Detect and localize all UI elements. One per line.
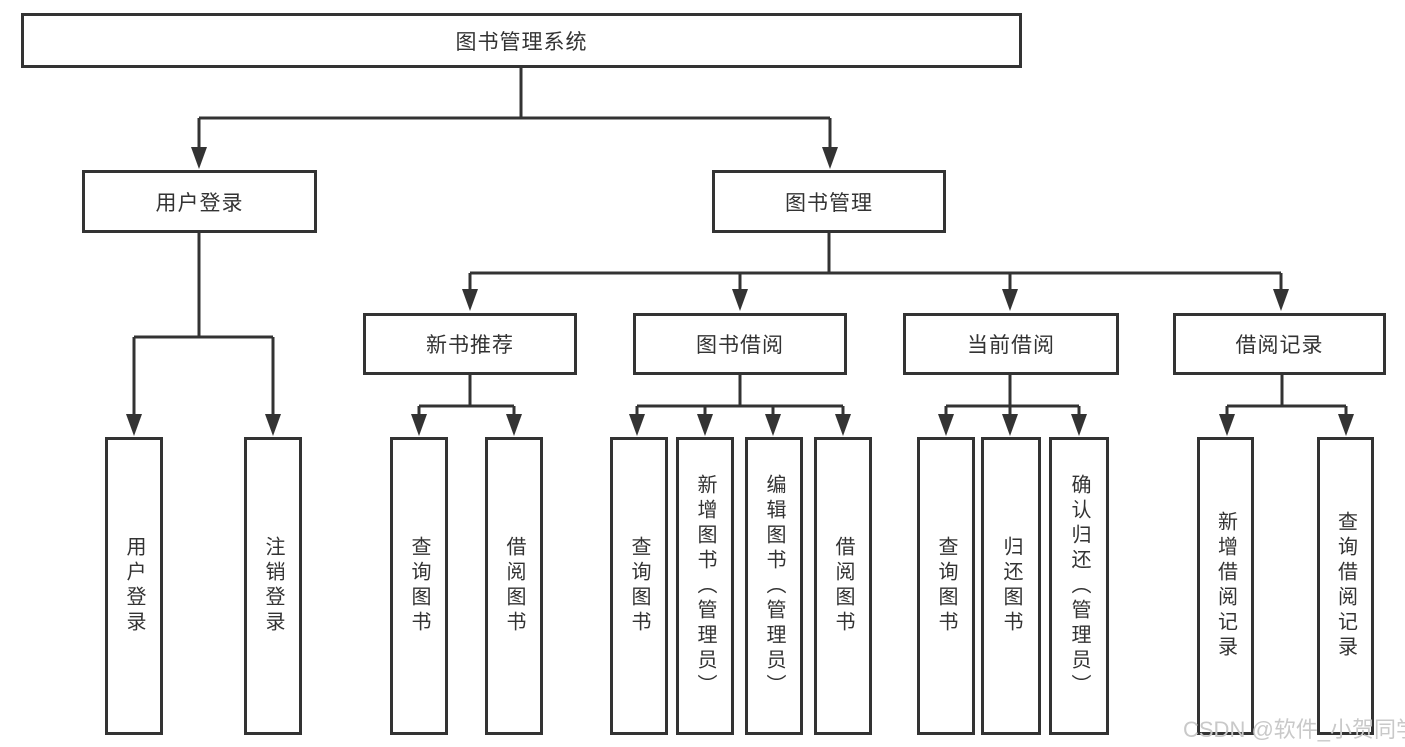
node-borrow-records-label: 借阅记录 [1235,334,1324,357]
connector-bookmgmt-to-level3 [468,233,1283,293]
node-current-borrow-label: 当前借阅 [967,334,1055,357]
node-book-management-label: 图书管理 [785,191,873,215]
node-user-login-label: 用户登录 [155,191,244,215]
node-root-label: 图书管理系统 [455,30,588,54]
leaf-borrow-query: 查询图书 [610,437,668,735]
node-new-book-recommend: 新书推荐 [363,313,577,375]
leaf-user-login: 用户登录 [105,437,163,735]
node-root: 图书管理系统 [21,13,1022,68]
leaf-borrow-borrow-label: 借阅图书 [832,536,854,636]
node-book-borrow-label: 图书借阅 [696,334,784,357]
csdn-watermark: CSDN @软件_小贺同学 [1183,717,1405,742]
leaf-current-confirm-admin: 确认归还（管理员） [1049,437,1109,735]
connector-root-to-level2 [197,68,832,150]
leaf-current-query-label: 查询图书 [935,536,957,636]
leaf-user-login-label: 用户登录 [123,536,145,636]
connector-newbooks-to-leaves [417,375,516,417]
connector-currentborrow-to-leaves [944,375,1081,417]
leaf-newbooks-query: 查询图书 [390,437,448,735]
leaf-borrow-borrow: 借阅图书 [814,437,872,735]
leaf-current-confirm-admin-label: 确认归还（管理员） [1068,473,1090,699]
node-current-borrow: 当前借阅 [903,313,1119,375]
node-new-book-recommend-label: 新书推荐 [426,334,514,357]
node-book-borrow: 图书借阅 [633,313,847,375]
connector-borrowrecords-to-leaves [1225,375,1348,417]
leaf-current-query: 查询图书 [917,437,975,735]
leaf-current-return-label: 归还图书 [1000,536,1022,636]
leaf-newbooks-borrow-label: 借阅图书 [503,536,525,636]
leaf-records-add-label: 新增借阅记录 [1214,511,1237,661]
leaf-newbooks-borrow: 借阅图书 [485,437,543,735]
node-user-login: 用户登录 [82,170,317,233]
leaf-records-query: 查询借阅记录 [1317,437,1374,735]
leaf-records-add: 新增借阅记录 [1197,437,1254,735]
leaf-borrow-edit-admin: 编辑图书（管理员） [745,437,803,735]
leaf-borrow-query-label: 查询图书 [628,536,650,636]
leaf-borrow-edit-admin-label: 编辑图书（管理员） [763,473,785,699]
leaf-logout-label: 注销登录 [262,536,284,636]
node-borrow-records: 借阅记录 [1173,313,1386,375]
leaf-records-query-label: 查询借阅记录 [1334,511,1357,661]
leaf-borrow-add-admin: 新增图书（管理员） [676,437,734,735]
node-book-management: 图书管理 [712,170,946,233]
connector-userlogin-to-leaves [132,233,275,417]
connector-bookborrow-to-leaves [635,375,845,417]
leaf-current-return: 归还图书 [981,437,1041,735]
leaf-borrow-add-admin-label: 新增图书（管理员） [694,473,716,699]
leaf-logout: 注销登录 [244,437,302,735]
leaf-newbooks-query-label: 查询图书 [408,536,430,636]
